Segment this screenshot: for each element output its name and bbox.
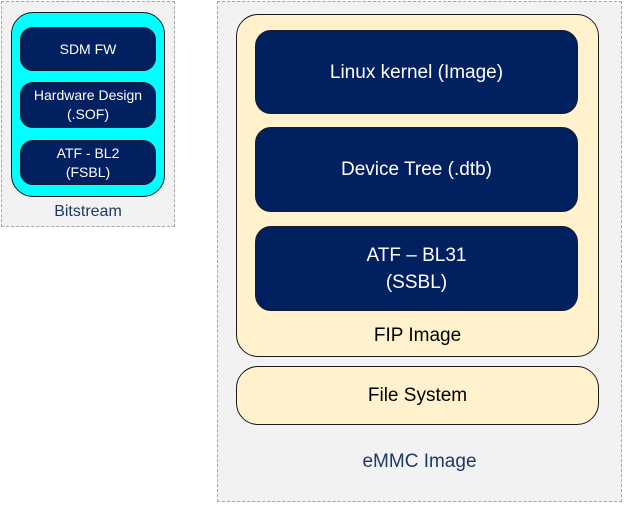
atf-bl31-label: ATF – BL31 <box>366 244 467 266</box>
atf-bl31-block: ATF – BL31 (SSBL) <box>255 226 578 311</box>
sdm-fw-label: SDM FW <box>59 40 117 57</box>
file-system-label: File System <box>367 384 468 406</box>
hardware-design-label: Hardware Design <box>33 87 143 103</box>
fip-image-label: FIP Image <box>373 325 462 346</box>
atf-bl31-sublabel: (SSBL) <box>385 271 448 293</box>
hardware-design-sublabel: (.SOF) <box>66 106 109 122</box>
hardware-design-block: Hardware Design (.SOF) <box>20 82 156 128</box>
bitstream-label: Bitstream <box>54 203 122 220</box>
linux-kernel-block: Linux kernel (Image) <box>255 30 578 114</box>
emmc-image-label: eMMC Image <box>362 451 477 472</box>
device-tree-block: Device Tree (.dtb) <box>255 127 578 212</box>
sdm-fw-block: SDM FW <box>20 27 156 71</box>
file-system-block: File System <box>236 366 599 425</box>
atf-bl2-block: ATF - BL2 (FSBL) <box>20 140 156 185</box>
atf-bl2-sublabel: (FSBL) <box>65 163 111 180</box>
linux-kernel-label: Linux kernel (Image) <box>329 61 504 83</box>
atf-bl2-label: ATF - BL2 <box>56 144 120 161</box>
device-tree-label: Device Tree (.dtb) <box>341 159 492 180</box>
